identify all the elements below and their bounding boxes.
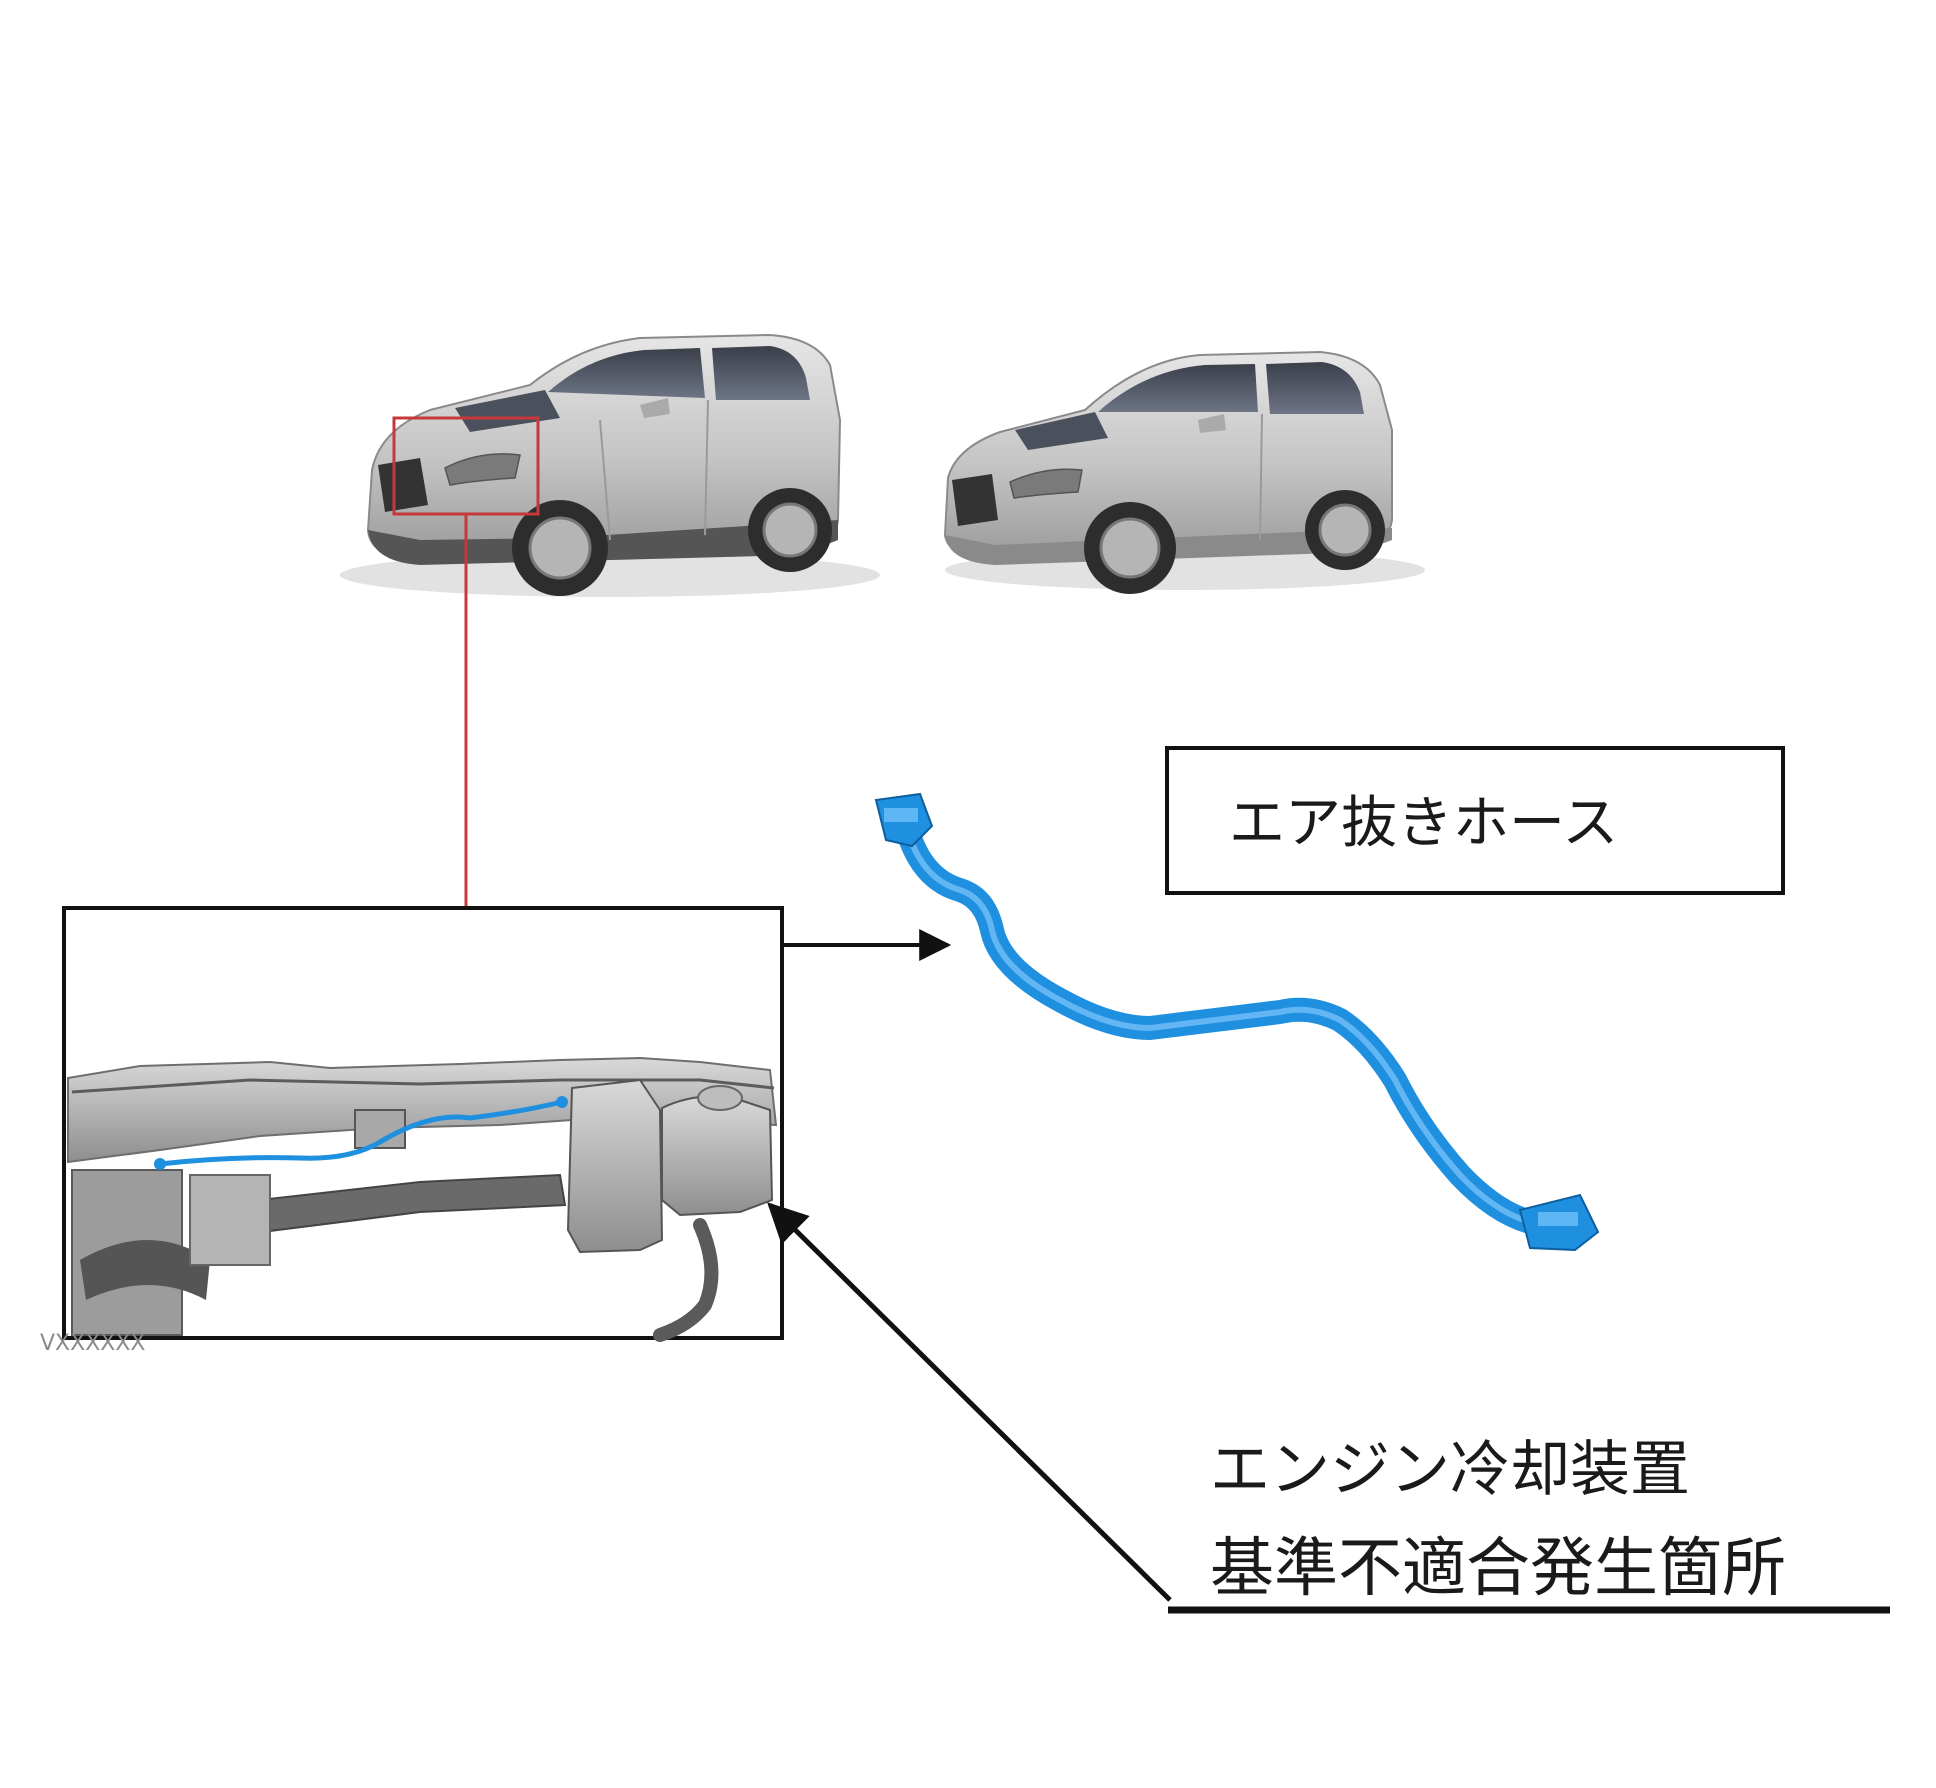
hose-label-box [1165,746,1785,895]
air-bleed-hose-illustration [874,792,1600,1252]
car-crossover-illustration [340,333,880,597]
location-pointer-arrow [767,1202,1172,1602]
engine-bay-detail-illustration [67,1056,778,1342]
hose-label: エア抜きホース [1229,791,1618,856]
car-hatchback-illustration [943,350,1425,594]
location-label-line1: エンジン冷却装置 [1210,1435,1690,1505]
location-label-line2: 基準不適合発生箇所 [1210,1532,1786,1606]
detail-code: VXXXXXX [40,1331,145,1356]
